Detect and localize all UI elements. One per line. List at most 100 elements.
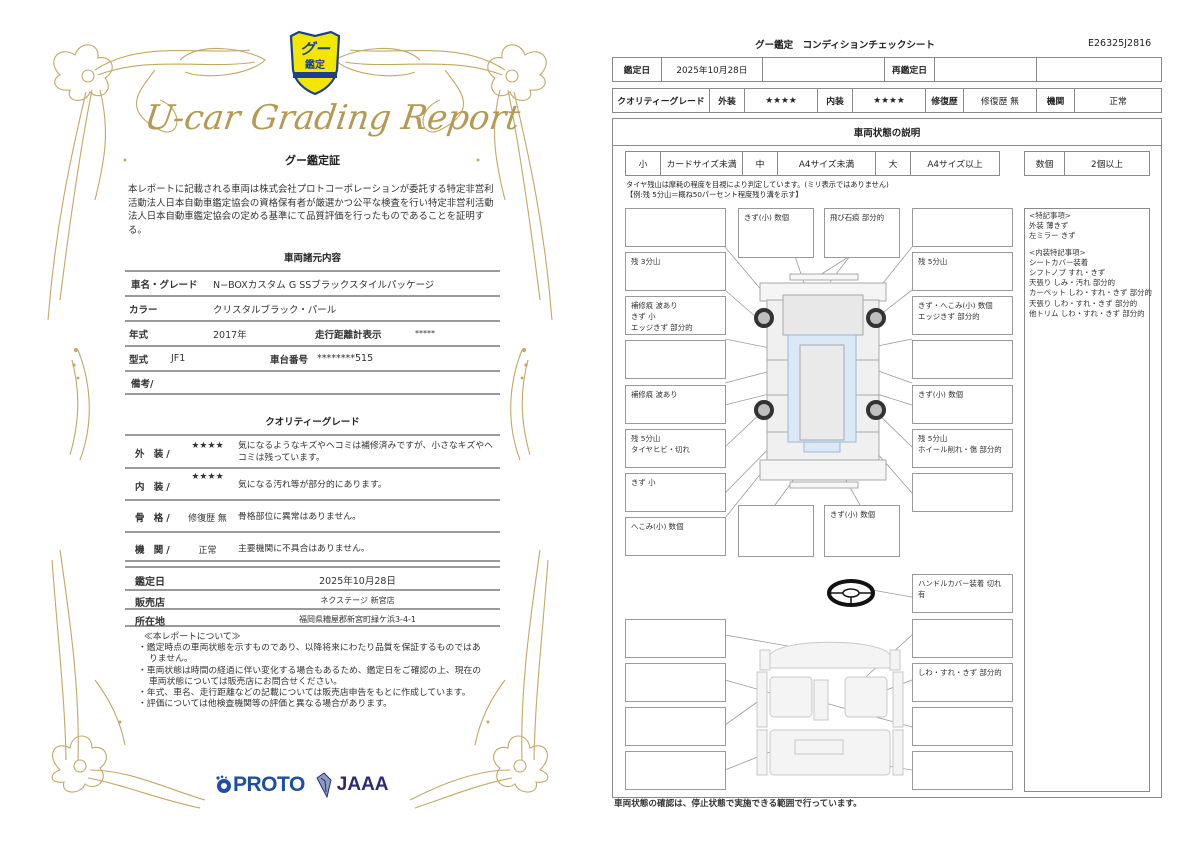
condition-text: エッジきず 部分的 — [918, 312, 980, 321]
remarks-label: 備考/ — [131, 378, 154, 390]
condition-text: 残 3分山 — [631, 257, 661, 266]
interior-note: 天張り しわ・すれ・きず 部分的 — [1029, 298, 1138, 308]
appraisal-info-table: 鑑定日 2025年10月28日 販売店 ネクステージ 新宮店 所在地 福岡県糟屋… — [125, 566, 500, 628]
grade-desc: 気になるようなキズやヘコミは補修済みですが、小さなキズやヘコミは残っています。 — [238, 441, 493, 463]
grade-row-engine: 機 関/ 正常 主要機関に不具合はありません。 — [125, 531, 500, 562]
interior-box-left-1 — [625, 619, 726, 658]
grade-label: 外 装/ — [135, 449, 173, 460]
chassis-label: 車台番号 — [270, 354, 309, 366]
count-legend: 数個 2個以上 — [1024, 151, 1150, 176]
year-value: 2017年 — [213, 329, 247, 341]
legend-key-medium: 中 — [743, 152, 778, 175]
spec-row-model: 型式 JF1 車台番号 ********515 — [125, 345, 500, 370]
interior-stars: ★★★★ — [853, 89, 926, 112]
interior-note: 天張り しみ・汚れ 部分的 — [1029, 278, 1115, 288]
svg-text:グー: グー — [300, 41, 331, 58]
legend-key-large: 大 — [876, 152, 911, 175]
script-title: U-car Grading Report — [142, 98, 523, 138]
tire-note-example: 【例:残 5分山＝概ね50パーセント程度残り溝を示す】 — [626, 190, 803, 199]
quality-grade-row: クオリティーグレード 外装 ★★★★ 内装 ★★★★ 修復歴 修復歴 無 機関 … — [612, 88, 1162, 113]
condition-box-right-3: きず・へこみ(小) 数個 エッジきず 部分的 — [912, 296, 1013, 335]
info-row-dealer: 販売店 ネクステージ 新宮店 — [125, 589, 500, 609]
condition-check-sheet: グー鑑定 コンディションチェックシート E26325J2816 — [600, 0, 1200, 848]
interior-note: カーペット しわ・すれ・きず 部分的 — [1029, 288, 1152, 298]
condition-box-left-3: 補修痕 波あり きず 小 エッジきず 部分的 — [625, 296, 726, 335]
condition-box-bottom-1 — [738, 505, 814, 557]
condition-text: へこみ(小) 数個 — [631, 522, 684, 531]
car-top-view — [759, 273, 887, 489]
condition-text: 補修痕 波あり — [631, 301, 678, 310]
sheet-footer-note: 車両状態の確認は、停止状態で実施できる範囲で行っています。 — [614, 799, 862, 809]
condition-text: 残 5分山 — [918, 434, 948, 443]
condition-text: タイヤヒビ・切れ — [631, 445, 690, 454]
condition-text: きず 小 — [631, 312, 656, 321]
footer-logos: PROTO JAAA — [215, 770, 389, 800]
spec-row-color: カラー クリスタルブラック・パール — [125, 295, 500, 320]
date-blank — [763, 58, 885, 81]
repair-label: 修復歴 — [926, 89, 964, 112]
interior-box-left-2 — [625, 663, 726, 702]
note-item: ・鑑定時点の車両状態を示すものであり、以降将来にわたり品質を保証するものではあり… — [138, 643, 481, 665]
condition-text: しわ・すれ・きず 部分的 — [918, 668, 1002, 677]
info-label: 所在地 — [135, 617, 165, 628]
mileage-value: ***** — [415, 329, 435, 338]
grade-stars: ★★★★ — [191, 441, 224, 451]
grade-label: 骨 格/ — [135, 513, 173, 524]
grade-label: 内 装/ — [135, 482, 173, 493]
grade-desc: 主要機関に不具合はありません。 — [238, 544, 370, 554]
exterior-stars: ★★★★ — [745, 89, 818, 112]
interior-notes-title: <内装特記事項> — [1029, 247, 1086, 257]
model-label: 型式 — [129, 354, 149, 366]
color-value: クリスタルブラック・パール — [213, 304, 337, 316]
info-label: 販売店 — [135, 598, 165, 609]
vehicle-diagram — [724, 225, 913, 776]
steering-wheel-icon — [827, 579, 875, 607]
condition-box-right-6: 残 5分山 ホイール削れ・傷 部分的 — [912, 429, 1013, 468]
info-value: 2025年10月28日 — [319, 576, 396, 587]
notes-title: ≪本レポートについて≫ — [144, 632, 241, 642]
condition-text: 飛び石痕 部分的 — [830, 213, 885, 222]
report-notes: ≪本レポートについて≫ ・鑑定時点の車両状態を示すものであり、以降将来にわたり品… — [138, 632, 488, 710]
condition-text: きず(小) 数個 — [918, 390, 964, 399]
name-label: 車名・グレード — [131, 279, 198, 291]
spec-row-year: 年式 2017年 走行距離計表示 ***** — [125, 320, 500, 345]
vehicle-condition-panel: 車両状態の説明 — [612, 118, 1162, 798]
condition-box-left-6: 残 5分山 タイヤヒビ・切れ — [625, 429, 726, 468]
model-value: JF1 — [171, 353, 186, 364]
sheet-title: グー鑑定 コンディションチェックシート — [755, 40, 935, 51]
condition-box-top-1: きず(小) 数個 — [738, 208, 814, 258]
interior-box-left-3 — [625, 707, 726, 746]
svg-text:鑑定: 鑑定 — [305, 58, 325, 71]
interior-box-right-1 — [912, 619, 1013, 658]
grade-row-exterior: 外 装/ ★★★★ 気になるようなキズやヘコミは補修済みですが、小さなキズやヘコ… — [125, 434, 500, 467]
proto-logo: PROTO — [215, 773, 305, 797]
condition-text: きず・へこみ(小) 数個 — [918, 301, 993, 310]
spec-section-title: 車両諸元内容 — [283, 253, 341, 264]
condition-text: エッジきず 部分的 — [631, 323, 693, 332]
grade-section-title: クオリティーグレード — [265, 417, 360, 428]
tire-note: タイヤ残山は摩耗の程度を目視により判定しています。(ミリ表示ではありません) 【… — [626, 180, 889, 200]
grade-desc: 骨格部位に異常はありません。 — [238, 512, 361, 522]
condition-text: 補修痕 波あり — [631, 390, 678, 399]
date-row: 鑑定日 2025年10月28日 再鑑定日 — [612, 57, 1162, 82]
grade-row-interior: 内 装/ ★★★★ 気になる汚れ等が部分的にあります。 — [125, 467, 500, 499]
condition-box-left-1 — [625, 208, 726, 247]
grade-value: 正常 — [198, 546, 217, 556]
proto-mark-icon — [216, 775, 231, 793]
interior-top-view — [756, 641, 904, 776]
certificate-statement: 本レポートに記載される車両は株式会社プロトコーポレーションが委託する特定非営利活… — [128, 184, 494, 236]
exterior-label: 外装 — [710, 89, 745, 112]
sheet-code: E26325J2816 — [1088, 38, 1152, 49]
appraisal-date-label: 鑑定日 — [613, 58, 662, 81]
spec-row-remarks: 備考/ — [125, 370, 500, 395]
legend-desc-small: カードサイズ未満 — [661, 152, 743, 175]
condition-box-right-2: 残 5分山 — [912, 252, 1013, 291]
grading-certificate: グー 鑑定 U-car Grading Report グー鑑定証 本レポートに記… — [47, 30, 553, 809]
jaaa-text: JAAA — [336, 774, 389, 795]
info-value: ネクステージ 新宮店 — [320, 596, 395, 605]
info-row-address: 所在地 福岡県糟屋郡新宮町緑ケ浜3-4-1 — [125, 608, 500, 628]
jaaa-logo: JAAA — [315, 772, 389, 798]
condition-box-right-1 — [912, 208, 1013, 247]
condition-text: 残 5分山 — [631, 434, 661, 443]
condition-box-right-7 — [912, 473, 1013, 512]
